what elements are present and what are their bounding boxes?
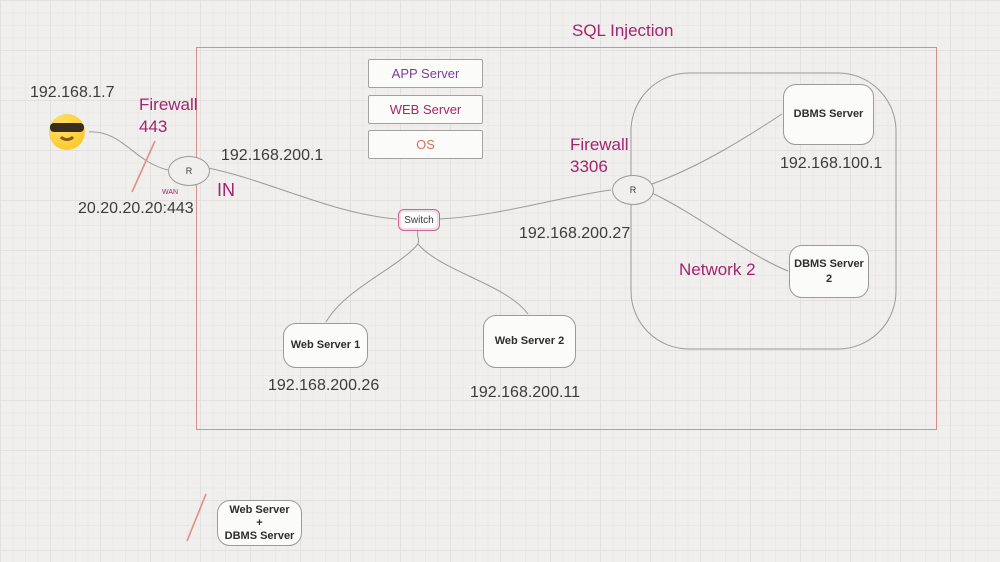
web-server2-label: Web Server 2 xyxy=(494,335,565,347)
web-server2-ip-label: 192.168.200.11 xyxy=(470,384,581,401)
os-label: OS xyxy=(416,137,435,152)
connector-attacker-router1 xyxy=(88,131,169,171)
dbms-server1-label: DBMS Server xyxy=(793,108,864,120)
network2-label: Network 2 xyxy=(679,260,756,279)
firewall2-label: Firewall xyxy=(570,135,629,154)
combined-server-plus: + xyxy=(256,516,263,529)
connector-switch-web2 xyxy=(417,243,529,315)
connector-switch-stem xyxy=(416,229,420,245)
combined-server-line1: Web Server xyxy=(229,503,290,516)
switch-label: Switch xyxy=(404,214,434,226)
router2-node[interactable]: R xyxy=(612,175,654,205)
connector-router2-dbms1 xyxy=(651,113,783,185)
dbms-server2-label: DBMS Server 2 xyxy=(794,257,864,285)
firewall1-label: Firewall xyxy=(139,95,198,114)
app-server-box[interactable]: APP Server xyxy=(368,59,483,88)
app-server-label: APP Server xyxy=(391,66,460,81)
attacker-nat-label: 20.20.20.20:443 xyxy=(78,200,194,217)
emoji-glasses xyxy=(50,123,84,132)
firewall2-port-label: 3306 xyxy=(570,157,608,176)
network2-boundary[interactable] xyxy=(630,72,897,350)
connector-router2-dbms2 xyxy=(651,192,789,272)
connector-switch-web1 xyxy=(325,243,419,323)
firewall1-slash-mark xyxy=(131,140,156,193)
combined-server-line3: DBMS Server xyxy=(224,529,295,542)
attacker-sunglasses-emoji-icon[interactable] xyxy=(49,114,85,150)
in-label: IN xyxy=(217,180,235,200)
web-server-box[interactable]: WEB Server xyxy=(368,95,483,124)
dbms-server1-node[interactable]: DBMS Server xyxy=(783,84,874,145)
router2-letter: R xyxy=(629,185,637,195)
diagram-title: SQL Injection xyxy=(572,21,674,40)
connector-router1-switch xyxy=(207,167,398,220)
attacker-ip-label: 192.168.1.7 xyxy=(30,84,115,101)
emoji-smile xyxy=(57,130,77,141)
web-server2-node[interactable]: Web Server 2 xyxy=(483,315,576,368)
combo-slash-mark xyxy=(186,493,207,542)
dbms-server2-node[interactable]: DBMS Server 2 xyxy=(789,245,869,298)
web-server-label: WEB Server xyxy=(389,102,462,117)
web-server1-ip-label: 192.168.200.26 xyxy=(268,377,380,394)
router2-ip-label: 192.168.200.27 xyxy=(519,225,631,242)
os-box[interactable]: OS xyxy=(368,130,483,159)
wan-label: WAN xyxy=(162,189,179,196)
router1-node[interactable]: R xyxy=(168,156,210,186)
firewall1-port-label: 443 xyxy=(139,117,168,136)
network-zone-frame xyxy=(196,47,937,430)
combined-server-node[interactable]: Web Server + DBMS Server xyxy=(217,500,302,546)
dbms-server1-ip-label: 192.168.100.1 xyxy=(780,155,883,172)
switch-node[interactable]: Switch xyxy=(398,209,440,231)
web-server1-node[interactable]: Web Server 1 xyxy=(283,323,368,368)
router1-ip-label: 192.168.200.1 xyxy=(221,147,324,164)
web-server1-label: Web Server 1 xyxy=(290,339,361,351)
router1-letter: R xyxy=(185,166,193,176)
connector-switch-router2 xyxy=(438,189,612,220)
